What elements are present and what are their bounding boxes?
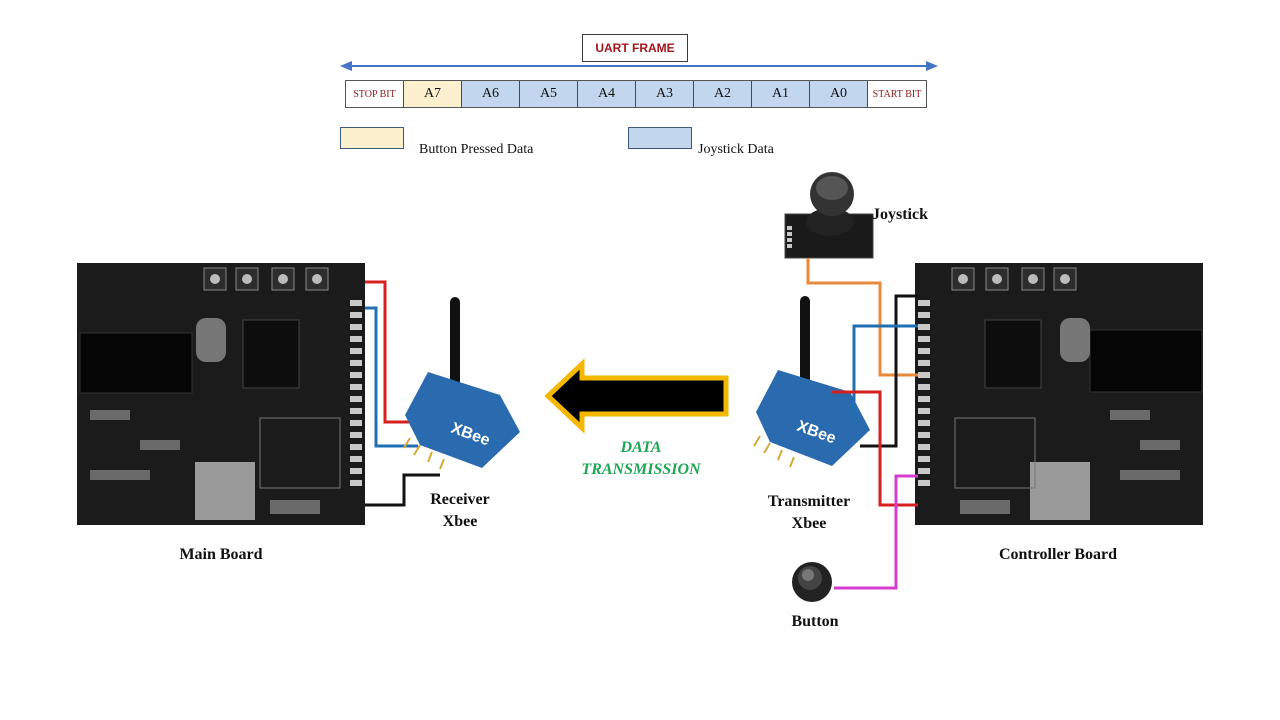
receiver-wires [365, 280, 440, 507]
uart-bit-a3: A3 [636, 81, 694, 107]
controller-board-label: Controller Board [998, 546, 1118, 563]
main-board-label: Main Board [179, 546, 263, 563]
uart-bit-a7: A7 [404, 81, 462, 107]
data-transmission-arrow [544, 358, 729, 434]
legend-swatch-joystick [628, 127, 692, 149]
data-transmission-label: DATA TRANSMISSION [560, 437, 722, 481]
transmitter-xbee-image: XBee [753, 296, 870, 468]
legend-swatch-button [340, 127, 404, 149]
legend-label-button: Button Pressed Data [419, 142, 534, 157]
receiver-label-line2: Xbee [442, 513, 478, 530]
transmitter-xbee-label: Transmitter Xbee [746, 491, 872, 535]
uart-bit-a6: A6 [462, 81, 520, 107]
uart-bit-start-bit: START BIT [868, 81, 926, 107]
button-image [792, 562, 832, 602]
receiver-xbee-image: XBee [403, 297, 520, 470]
data-label-line2: TRANSMISSION [581, 461, 701, 478]
uart-span-arrow [340, 61, 938, 71]
legend-label-joystick: Joystick Data [698, 142, 774, 157]
uart-bit-a4: A4 [578, 81, 636, 107]
receiver-label-line1: Receiver [430, 491, 490, 508]
main-board-image [77, 263, 365, 525]
uart-bit-stop-bit: STOP BIT [346, 81, 404, 107]
uart-bit-a2: A2 [694, 81, 752, 107]
transmitter-label-line2: Xbee [791, 515, 827, 532]
uart-bit-a1: A1 [752, 81, 810, 107]
data-label-line1: DATA [620, 439, 662, 456]
receiver-xbee-label: Receiver Xbee [400, 489, 520, 533]
uart-bit-a5: A5 [520, 81, 578, 107]
button-label: Button [791, 613, 839, 630]
uart-bit-a0: A0 [810, 81, 868, 107]
transmitter-label-line1: Transmitter [767, 493, 851, 510]
controller-wires [806, 258, 918, 590]
uart-frame-title: UART FRAME [582, 34, 688, 62]
joystick-label: Joystick [872, 206, 928, 223]
joystick-image [784, 172, 874, 259]
controller-board-image [915, 263, 1203, 525]
